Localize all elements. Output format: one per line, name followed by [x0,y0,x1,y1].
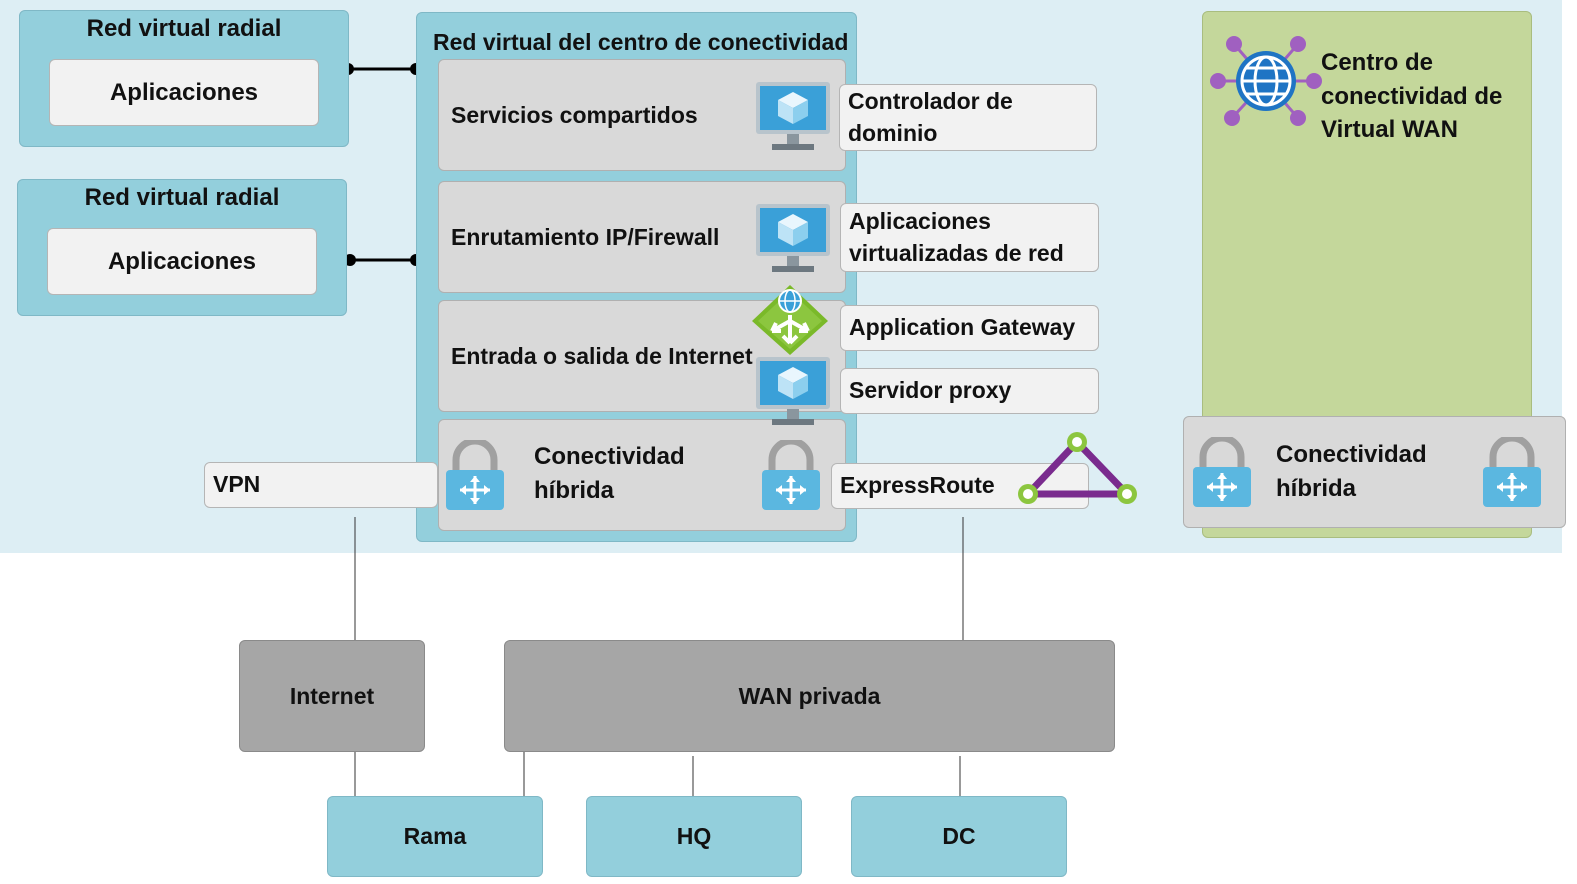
vpn-gateway-icon [762,440,820,510]
site-dc: DC [851,796,1067,877]
hybrid-connectivity-label: Conectividad híbrida [534,443,685,504]
virtual-machine-icon [756,204,830,272]
virtual-wan-icon [1210,36,1322,126]
private-wan-box: WAN privada [504,640,1115,752]
virtual-wan-hub-title: Centro de conectividad de Virtual WAN [1321,49,1503,144]
vwan-hybrid-label: Conectividad híbrida [1276,441,1427,502]
expressroute-icon [1018,432,1137,504]
site-hq: HQ [586,796,802,877]
spoke-2-applications: Aplicaciones [47,228,317,295]
service-label: Entrada o salida de Internet [451,342,753,369]
spoke-1-applications: Aplicaciones [49,59,319,126]
vpn-gateway-icon [446,440,504,510]
service-label: Enrutamiento IP/Firewall [451,223,720,250]
hub-title: Red virtual del centro de conectividad [433,29,849,55]
vpn-label: VPN [204,462,438,508]
virtual-machine-icon [756,357,830,425]
virtual-machine-icon [756,82,830,150]
internet-box: Internet [239,640,425,752]
application-gateway-label: Application Gateway [840,305,1099,351]
application-gateway-icon [752,285,828,355]
site-branch: Rama [327,796,543,877]
spoke-title: Red virtual radial [84,184,280,211]
vpn-gateway-icon [1193,437,1251,507]
proxy-server-label: Servidor proxy [840,368,1099,414]
spoke-title: Red virtual radial [86,15,282,42]
service-label: Servicios compartidos [451,101,698,128]
vpn-gateway-icon [1483,437,1541,507]
